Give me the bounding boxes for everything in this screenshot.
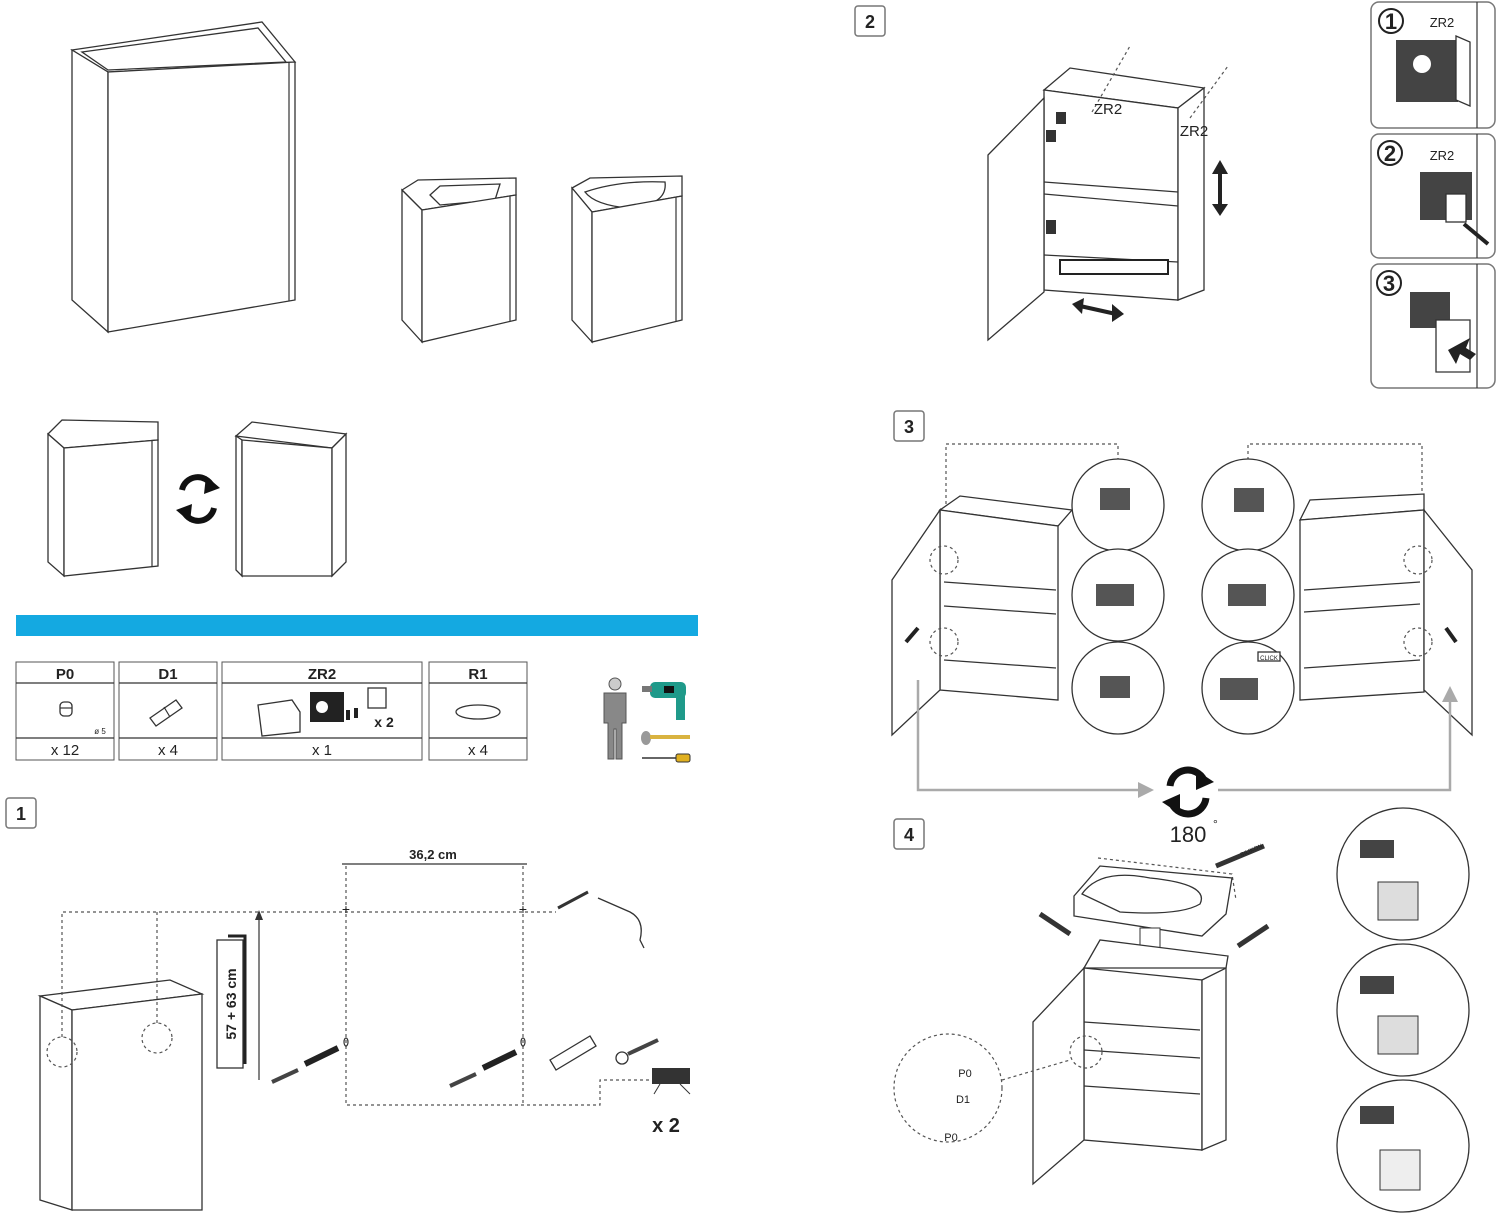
bracket-zr2-icon <box>257 687 387 737</box>
pencil-icon <box>557 890 589 910</box>
step-3-number: 3 <box>904 417 914 437</box>
screws-quantity: x 2 <box>652 1115 680 1137</box>
rotate-icon <box>176 474 220 524</box>
bracket-label-b: ZR2 <box>1180 123 1208 140</box>
wall-plug-icon <box>549 1035 597 1071</box>
drill-outline-icon <box>597 897 645 949</box>
detail-label-p0-top: P0 <box>958 1068 971 1080</box>
screw-and-plug-right-icon <box>449 1049 518 1088</box>
cross-mark-2: + <box>519 901 527 917</box>
step-2-badge <box>854 5 886 37</box>
rotation-angle: 180 <box>1170 822 1207 847</box>
cabinet-with-sink-2 <box>570 175 683 344</box>
cross-mark-1: + <box>342 901 350 917</box>
step-1-wall-drawing: + + <box>37 863 691 1211</box>
part-note-zr2-qty: x 2 <box>374 714 394 730</box>
substep-1-panel <box>1370 1 1496 129</box>
silicone-tube-2 <box>1038 911 1072 937</box>
step-2-number: 2 <box>865 12 875 32</box>
ring-r1-icon <box>455 704 501 720</box>
bracket-label-a: ZR2 <box>1094 101 1122 118</box>
step-3-left-cabinet <box>891 443 1165 737</box>
rotation-degree: ° <box>1213 817 1218 831</box>
height-dimension: 57 + 63 cm <box>223 968 239 1039</box>
person-icon <box>603 677 627 760</box>
substep-1-number: 1 <box>1385 9 1397 34</box>
substep-2-panel <box>1370 133 1496 259</box>
part-qty-p0: x 12 <box>51 742 79 759</box>
part-note-p0-diameter: ø 5 <box>94 727 106 736</box>
shelf-pin-p0-icon <box>59 701 73 717</box>
click-label: CLICK <box>1260 656 1278 662</box>
rotate-180-icon <box>1162 766 1214 818</box>
cabinet-right-hinge <box>234 421 348 578</box>
dowel-d1-icon <box>149 699 183 727</box>
substep-2-number: 2 <box>1384 141 1396 166</box>
substep-1-label: ZR2 <box>1430 15 1455 30</box>
part-code-d1: D1 <box>158 666 177 683</box>
cabinet-with-sink-1 <box>400 177 517 344</box>
substep-3-number: 3 <box>1383 271 1395 296</box>
part-code-r1: R1 <box>468 666 487 683</box>
step-1-number: 1 <box>16 804 26 824</box>
step-2-cabinet <box>987 45 1229 342</box>
step-1-badge <box>5 797 37 829</box>
part-code-p0: P0 <box>56 666 74 683</box>
step-3-badge <box>893 410 925 442</box>
shopping-cart-icon <box>652 1068 691 1095</box>
section-divider-bar <box>16 615 698 636</box>
screw-icon <box>615 1038 659 1065</box>
width-dimension: 36,2 cm <box>409 847 457 862</box>
step-4-badge <box>893 818 925 850</box>
part-qty-d1: x 4 <box>158 742 178 759</box>
substep-2-label: ZR2 <box>1430 148 1455 163</box>
parts-table: P0 D1 ZR2 R1 x 12 x 4 x 1 x 4 ø 5 x 2 <box>15 661 528 761</box>
silicone-label: SILIKON <box>1240 844 1264 859</box>
part-code-zr2: ZR2 <box>308 666 336 683</box>
detail-label-p0-bottom: P0 <box>944 1132 957 1144</box>
screw-and-plug-left-icon <box>271 1045 340 1084</box>
screwdriver-icon <box>642 753 691 763</box>
flip-arrows <box>916 680 1458 798</box>
step-4-number: 4 <box>904 825 914 845</box>
silicone-tube-3 <box>1236 923 1270 949</box>
part-qty-zr2: x 1 <box>312 742 332 759</box>
cabinet-left-hinge <box>47 419 159 578</box>
step-4-cabinet-with-basin <box>893 807 1470 1213</box>
hammer-icon <box>641 731 690 745</box>
part-qty-r1: x 4 <box>468 742 488 759</box>
substep-3-panel <box>1370 263 1496 389</box>
drill-icon <box>642 682 686 720</box>
cabinet-large <box>70 21 297 334</box>
detail-label-d1: D1 <box>956 1094 970 1106</box>
step-3-right-cabinet <box>1201 443 1473 737</box>
silicone-tube-1 <box>1215 843 1265 869</box>
